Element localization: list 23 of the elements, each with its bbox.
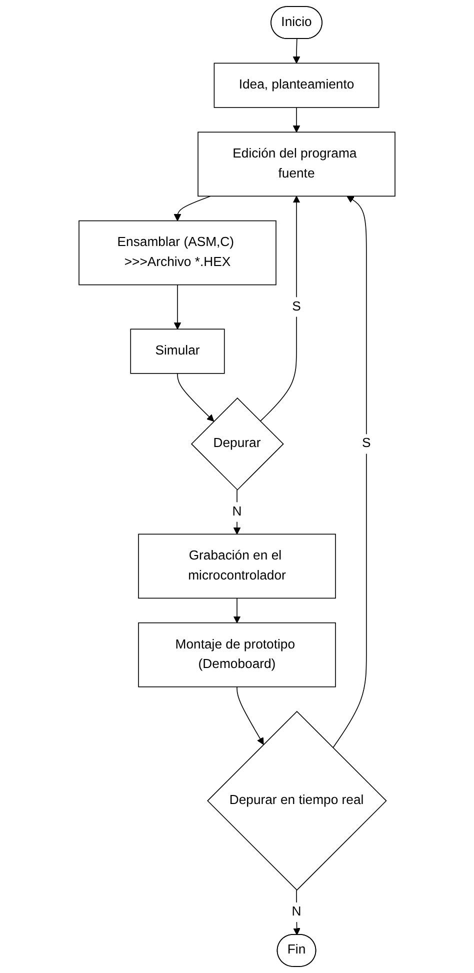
node-box: Edición del programa fuente	[198, 132, 396, 197]
node-box: Grabación en el microcontrolador	[138, 534, 336, 599]
arrow	[293, 890, 300, 936]
arrow	[292, 38, 300, 64]
edge-label: N	[232, 504, 242, 519]
arrow	[236, 686, 264, 745]
edge-label: S	[292, 300, 301, 314]
arrow	[177, 373, 214, 422]
node-box: Idea, planteamiento	[214, 62, 380, 108]
node-diamond: Depurar en tiempo real	[207, 710, 387, 891]
edge-label: S	[362, 436, 371, 451]
node-box: Simular	[130, 328, 225, 374]
arrow	[332, 196, 367, 748]
arrow	[233, 489, 241, 534]
node-diamond: Depurar	[190, 398, 284, 490]
arrow	[174, 196, 211, 222]
arrow	[233, 598, 241, 624]
node-box: Ensamblar (ASM,C) >>>Archivo *.HEX	[78, 220, 276, 286]
node-box: Montaje de prototipo (Demoboard)	[138, 622, 336, 688]
arrow	[260, 196, 300, 422]
arrow	[174, 284, 182, 330]
edge-label: N	[292, 904, 302, 919]
arrow	[292, 107, 300, 132]
